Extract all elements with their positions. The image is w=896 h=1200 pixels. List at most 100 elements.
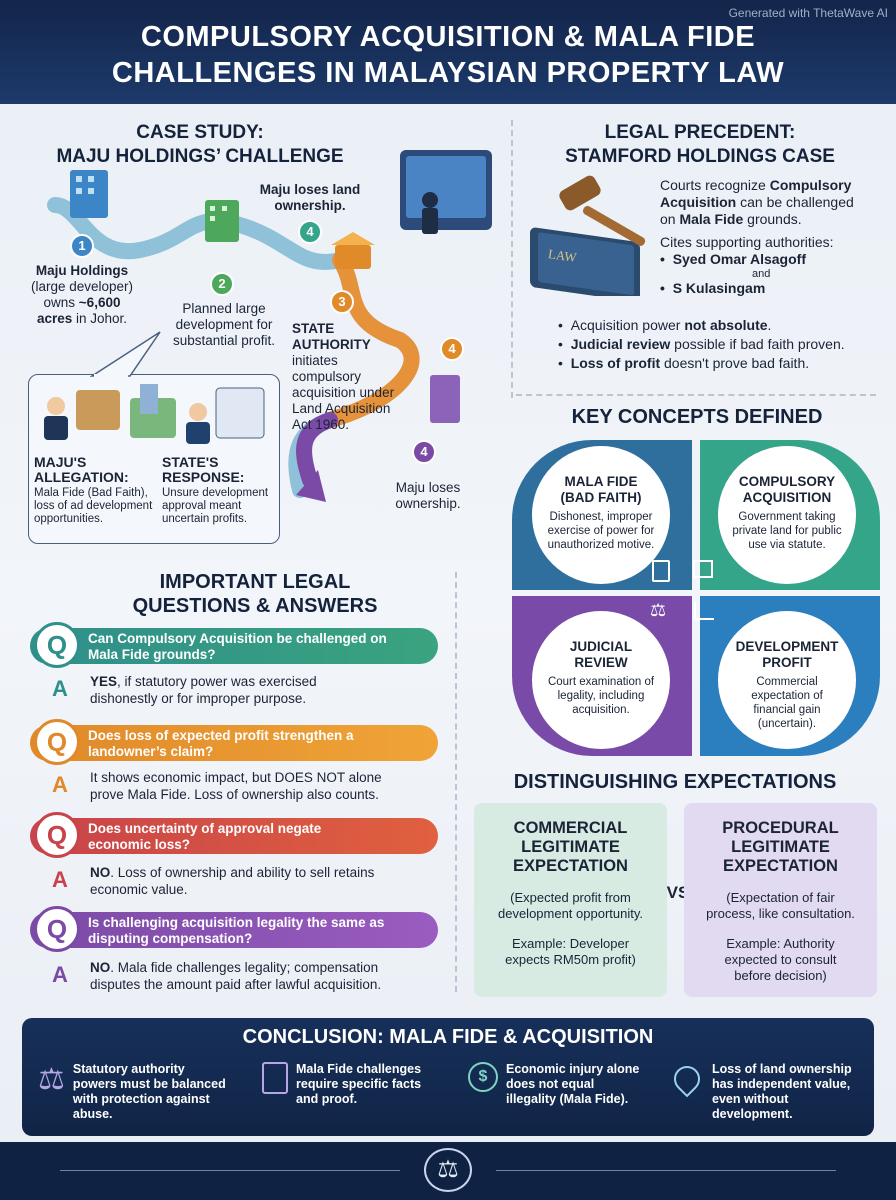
concept-judicial-title2: REVIEW xyxy=(574,655,628,670)
q-bubble-icon: Q xyxy=(34,622,80,668)
page-title-line1: COMPULSORY ACQUISITION & MALA FIDE xyxy=(140,21,756,53)
step3-line6: Land Acquisition xyxy=(292,401,391,416)
allegation-title2: ALLEGATION: xyxy=(34,469,129,485)
precedent-bullet3a: Loss of profit xyxy=(570,355,661,371)
step1-line3-pre: owns xyxy=(43,295,79,310)
money-hand-icon: $ xyxy=(468,1062,498,1092)
tower-icon xyxy=(430,375,460,423)
question-2-line1: Does loss of expected profit strengthen … xyxy=(88,728,354,743)
answer-4-line2: disputes the amount paid after lawful ac… xyxy=(90,977,382,992)
concept-development-desc: Commercial expectation of financial gain… xyxy=(751,676,823,730)
precedent-authority1: Syed Omar Alsagoff xyxy=(672,251,806,267)
concept-compulsory-title1: COMPULSORY xyxy=(738,474,836,489)
watermark: Generated with ThetaWave AI xyxy=(728,6,888,20)
answer-2: It shows economic impact, but DOES NOT a… xyxy=(90,769,440,803)
procedural-example2: expected to consult xyxy=(724,952,837,967)
response-text2: approval meant xyxy=(162,500,242,512)
conclusion-4-line4: development. xyxy=(712,1107,793,1121)
conclusion-1-line1: Statutory authority xyxy=(72,1062,185,1076)
commercial-title3: EXPECTATION xyxy=(513,857,628,875)
official-icon xyxy=(189,403,207,421)
answer-2-line2: prove Mala Fide. Loss of ownership also … xyxy=(90,787,379,802)
concept-mala-fide: MALA FIDE (BAD FAITH) Dishonest, imprope… xyxy=(526,440,676,590)
concept-judicial: JUDICIAL REVIEW Court examination of leg… xyxy=(526,605,676,755)
allegation-text3: opportunities. xyxy=(34,513,104,525)
conclusion-1-line2: powers must be balanced xyxy=(72,1077,226,1091)
concept-mala-fide-desc: Dishonest, improper exercise of power fo… xyxy=(547,511,655,551)
answer-3-line2: economic value. xyxy=(90,882,188,897)
answer-4-rest: . Mala fide challenges legality; compens… xyxy=(110,960,379,975)
question-1: Q Can Compulsory Acquisition be challeng… xyxy=(30,622,438,668)
answer-1-rest: , if statutory power was exercised xyxy=(117,674,317,689)
procedural-example1: Example: Authority xyxy=(726,936,835,951)
footer-line-right xyxy=(496,1170,836,1171)
q-bubble-icon: Q xyxy=(34,906,80,952)
bullet-dot: • xyxy=(660,251,673,267)
procedural-desc2: process, like consultation. xyxy=(706,906,855,921)
concept-compulsory-title2: ACQUISITION xyxy=(742,490,832,505)
step3-line4: compulsory xyxy=(292,369,362,384)
conclusion-3-line1: Economic injury alone xyxy=(506,1062,640,1076)
q-letter: Q xyxy=(46,820,68,850)
bullet-dot: • xyxy=(558,317,571,333)
step4b-line1: Maju loses xyxy=(395,480,461,495)
concepts-title: KEY CONCEPTS DEFINED xyxy=(571,406,823,428)
concept-development-title1: DEVELOPMENT xyxy=(735,639,839,654)
precedent-bullet3b: doesn't prove bad faith. xyxy=(660,355,810,371)
arrow-head-icon xyxy=(296,470,326,502)
question-3-line2: economic loss? xyxy=(88,837,191,852)
commercial-example1: Example: Developer xyxy=(511,936,630,951)
procedural-title1: PROCEDURAL xyxy=(722,819,839,837)
answer-1: YES, if statutory power was exercised di… xyxy=(90,673,440,707)
question-1-line1: Can Compulsory Acquisition be challenged… xyxy=(88,631,387,646)
answer-3-rest: . Loss of ownership and ability to sell … xyxy=(110,865,375,880)
step2-line2: development for xyxy=(175,317,273,332)
question-4-line1: Is challenging acquisition legality the … xyxy=(88,915,385,930)
precedent-p1e: on xyxy=(660,211,680,227)
commercial-title1: COMMERCIAL xyxy=(513,819,628,837)
step3-line3: initiates xyxy=(292,353,338,368)
response-title2: RESPONSE: xyxy=(162,469,245,485)
step-4-badge-c: 4 xyxy=(412,440,436,464)
precedent-authority2: S Kulasingam xyxy=(672,280,766,296)
step4b-text: Maju loses ownership. xyxy=(378,480,478,512)
commercial-expectation-box: COMMERCIAL LEGITIMATE EXPECTATION (Expec… xyxy=(474,803,667,997)
conclusion-4-line1: Loss of land ownership xyxy=(712,1062,852,1076)
bullet-dot: • xyxy=(558,355,571,371)
conclusion-3-line3: illegality (Mala Fide). xyxy=(506,1092,629,1106)
q-letter: Q xyxy=(46,914,68,944)
conclusion-4-line2: has independent value, xyxy=(712,1077,851,1091)
concept-compulsory-desc: Government taking private land for publi… xyxy=(732,511,842,551)
step1-text: Maju Holdings (large developer) owns ~6,… xyxy=(22,263,142,327)
concept-mala-fide-title1: MALA FIDE xyxy=(564,474,638,489)
conclusion-2-line2: require specific facts xyxy=(296,1077,422,1091)
commercial-title2: LEGITIMATE xyxy=(521,838,620,856)
page-header: Generated with ThetaWave AI COMPULSORY A… xyxy=(0,0,896,104)
concept-development: DEVELOPMENT PROFIT Commercial expectatio… xyxy=(712,605,862,755)
footer: ⚖ xyxy=(0,1142,896,1200)
a-letter: A xyxy=(52,676,68,701)
person-icon xyxy=(422,192,438,208)
allegation-text2: loss of ad development xyxy=(34,500,153,512)
question-2: Q Does loss of expected profit strengthe… xyxy=(30,719,438,765)
precedent-p1c: Acquisition xyxy=(660,194,737,210)
document-icon xyxy=(652,560,670,582)
conclusion-title: CONCLUSION: MALA FIDE & ACQUISITION xyxy=(242,1026,654,1048)
procedural-title2: LEGITIMATE xyxy=(731,838,830,856)
step3-bold2: AUTHORITY xyxy=(292,337,371,352)
step1-location: in Johor. xyxy=(72,311,128,326)
map-pin-icon xyxy=(668,1060,706,1098)
question-3: Q Does uncertainty of approval negate ec… xyxy=(30,812,438,858)
precedent-bullet2b: possible if bad faith proven. xyxy=(670,336,845,352)
vs-label: VS xyxy=(666,883,690,902)
a-letter: A xyxy=(52,867,68,892)
precedent-bullet1a: Acquisition power xyxy=(570,317,685,333)
concept-judicial-desc: Court examination of legality, including… xyxy=(547,676,655,716)
scales-icon: ⚖ xyxy=(650,600,667,620)
